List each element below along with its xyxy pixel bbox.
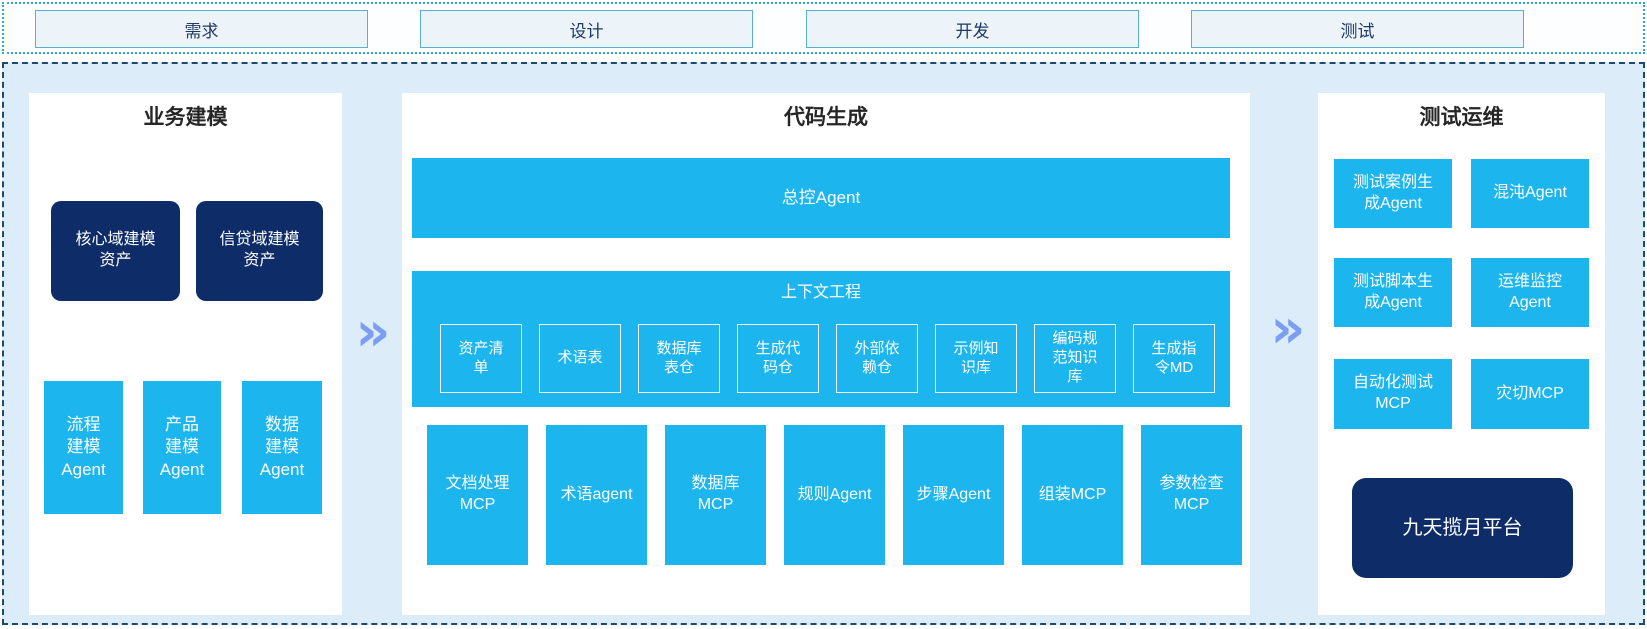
node-step-agent: 步骤Agent: [903, 425, 1004, 565]
phase-box-development: 开发: [806, 10, 1139, 48]
node-asset-list: 资产清 单: [440, 324, 522, 393]
panel-test-ops: 测试运维 测试案例生 成Agent 混沌Agent 测试脚本生 成Agent 运…: [1318, 93, 1605, 615]
node-chaos-agent: 混沌Agent: [1471, 159, 1589, 228]
node-assembly-mcp: 组装MCP: [1022, 425, 1123, 565]
node-disaster-switch-mcp: 灾切MCP: [1471, 359, 1589, 429]
node-doc-processing-mcp: 文档处理 MCP: [427, 425, 528, 565]
node-auto-test-mcp: 自动化测试 MCP: [1334, 359, 1452, 429]
node-glossary: 术语表: [539, 324, 621, 393]
node-core-domain-assets: 核心域建模 资产: [51, 201, 180, 301]
phase-box-testing: 测试: [1191, 10, 1524, 48]
phase-box-design: 设计: [420, 10, 753, 48]
node-ops-monitor-agent: 运维监控 Agent: [1471, 258, 1589, 327]
node-terminology-agent: 术语agent: [546, 425, 647, 565]
panel-title-business-modeling: 业务建模: [143, 106, 228, 129]
panel-code-generation: 代码生成 总控Agent 上下文工程 资产清 单 术语表 数据库 表仓 生成代 …: [402, 93, 1250, 615]
context-engineering-title: 上下文工程: [780, 284, 861, 301]
panel-title-test-ops: 测试运维: [1419, 106, 1504, 129]
node-test-case-gen-agent: 测试案例生 成Agent: [1334, 159, 1452, 228]
phase-strip: 需求 设计 开发 测试: [2, 2, 1645, 54]
phase-box-requirements: 需求: [35, 10, 368, 48]
node-master-agent: 总控Agent: [412, 158, 1230, 238]
chevron-right-icon: »: [1270, 296, 1306, 360]
node-gen-code-repo: 生成代 码仓: [737, 324, 819, 393]
node-external-dep-repo: 外部依 赖仓: [836, 324, 918, 393]
node-jiutian-platform: 九天揽月平台: [1352, 478, 1573, 578]
node-test-script-gen-agent: 测试脚本生 成Agent: [1334, 258, 1452, 327]
node-gen-instruction-md: 生成指 令MD: [1133, 324, 1215, 393]
node-rule-agent: 规则Agent: [784, 425, 885, 565]
node-example-kb: 示例知 识库: [935, 324, 1017, 393]
node-db-table-repo: 数据库 表仓: [638, 324, 720, 393]
main-area: 业务建模 核心域建模 资产 信贷域建模 资产 流程 建模 Agent 产品 建模…: [2, 62, 1645, 625]
node-process-modeling-agent: 流程 建模 Agent: [44, 381, 123, 514]
node-credit-domain-assets: 信贷域建模 资产: [196, 201, 323, 301]
node-param-check-mcp: 参数检查 MCP: [1141, 425, 1242, 565]
node-product-modeling-agent: 产品 建模 Agent: [143, 381, 221, 514]
node-coding-standard-kb: 编码规 范知识 库: [1034, 324, 1116, 393]
panel-business-modeling: 业务建模 核心域建模 资产 信贷域建模 资产 流程 建模 Agent 产品 建模…: [29, 93, 342, 615]
panel-title-code-generation: 代码生成: [784, 106, 868, 129]
context-engineering-group: 上下文工程 资产清 单 术语表 数据库 表仓 生成代 码仓 外部依 赖仓 示例知…: [412, 271, 1230, 407]
chevron-right-icon: »: [355, 299, 391, 363]
node-data-modeling-agent: 数据 建模 Agent: [242, 381, 322, 514]
node-database-mcp: 数据库 MCP: [665, 425, 766, 565]
